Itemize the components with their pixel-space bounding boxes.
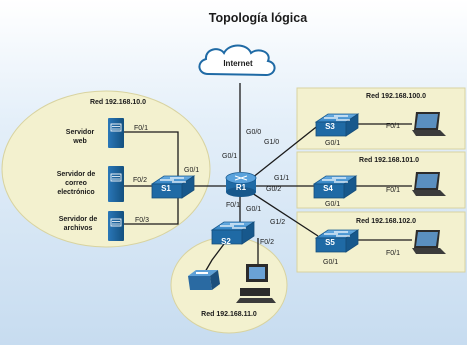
printer-icon: [188, 270, 220, 290]
network-label-10: Red 192.168.10.0: [90, 99, 146, 106]
router-r1-label: R1: [236, 183, 247, 192]
file-server-icon: [108, 211, 124, 241]
link-r1-s3: [251, 123, 321, 179]
link-r1-s5: [251, 192, 319, 237]
port-label-s3-g01: G0/1: [325, 140, 340, 147]
link-s1-web: [122, 131, 179, 178]
web-server-icon: [108, 118, 124, 148]
port-label-s5-g01: G0/1: [323, 259, 338, 266]
network-label-102: Red 192.168.102.0: [356, 218, 416, 225]
switch-s1-label: S1: [161, 184, 171, 193]
port-label-r1-g02: G0/2: [266, 186, 281, 193]
switch-s2-label: S2: [221, 237, 231, 246]
switch-s5-label: S5: [325, 238, 335, 247]
link-s1-files: [122, 195, 179, 225]
port-label-r1-f01: F0/1: [226, 202, 240, 209]
port-label-r1-g12: G1/2: [270, 219, 285, 226]
network-label-101: Red 192.168.101.0: [359, 157, 419, 164]
port-label-s4-f01: F0/1: [386, 187, 400, 194]
cloud-label: Internet: [223, 59, 253, 68]
port-label-s4-g01: G0/1: [325, 201, 340, 208]
file-server-label-line1: Servidor de: [59, 216, 98, 223]
network-links: [122, 83, 412, 273]
switch-s3-label: S3: [325, 122, 335, 131]
mail-server-icon: [108, 166, 124, 202]
file-server-label-line2: archivos: [64, 225, 93, 232]
network-label-100: Red 192.168.100.0: [366, 93, 426, 100]
network-label-11: Red 192.168.11.0: [201, 311, 257, 318]
switch-s4-label: S4: [323, 184, 333, 193]
mail-server-label-line2: correo: [65, 180, 87, 187]
port-label-s5-f01: F0/1: [386, 250, 400, 257]
port-label-s3-f01: F0/1: [386, 123, 400, 130]
link-s2-printer: [204, 243, 225, 273]
web-server-label-line2: web: [72, 138, 87, 145]
page-title: Topología lógica: [209, 11, 308, 25]
port-label-r1-g11: G1/1: [274, 175, 289, 182]
port-label-s1-f03: F0/3: [135, 217, 149, 224]
mail-server-label-line3: electrónico: [57, 189, 94, 196]
port-label-s2-f02: F0/2: [260, 239, 274, 246]
mail-server-label-line1: Servidor de: [57, 171, 96, 178]
port-label-r1-g00: G0/0: [246, 129, 261, 136]
network-11-area: [170, 236, 288, 334]
router-r1-icon: [225, 172, 257, 197]
port-label-s1-f01: F0/1: [134, 125, 148, 132]
port-label-r1-g01-top: G0/1: [222, 153, 237, 160]
web-server-label-line1: Servidor: [66, 129, 95, 136]
port-label-s2-g01: G0/1: [246, 206, 261, 213]
port-label-s1-g01: G0/1: [184, 167, 199, 174]
desktop-pc-icon: [236, 264, 276, 303]
port-label-s1-f02: F0/2: [133, 177, 147, 184]
network-10-area: [1, 90, 211, 248]
port-label-r1-g10: G1/0: [264, 139, 279, 146]
internet-cloud-icon: [198, 44, 276, 77]
